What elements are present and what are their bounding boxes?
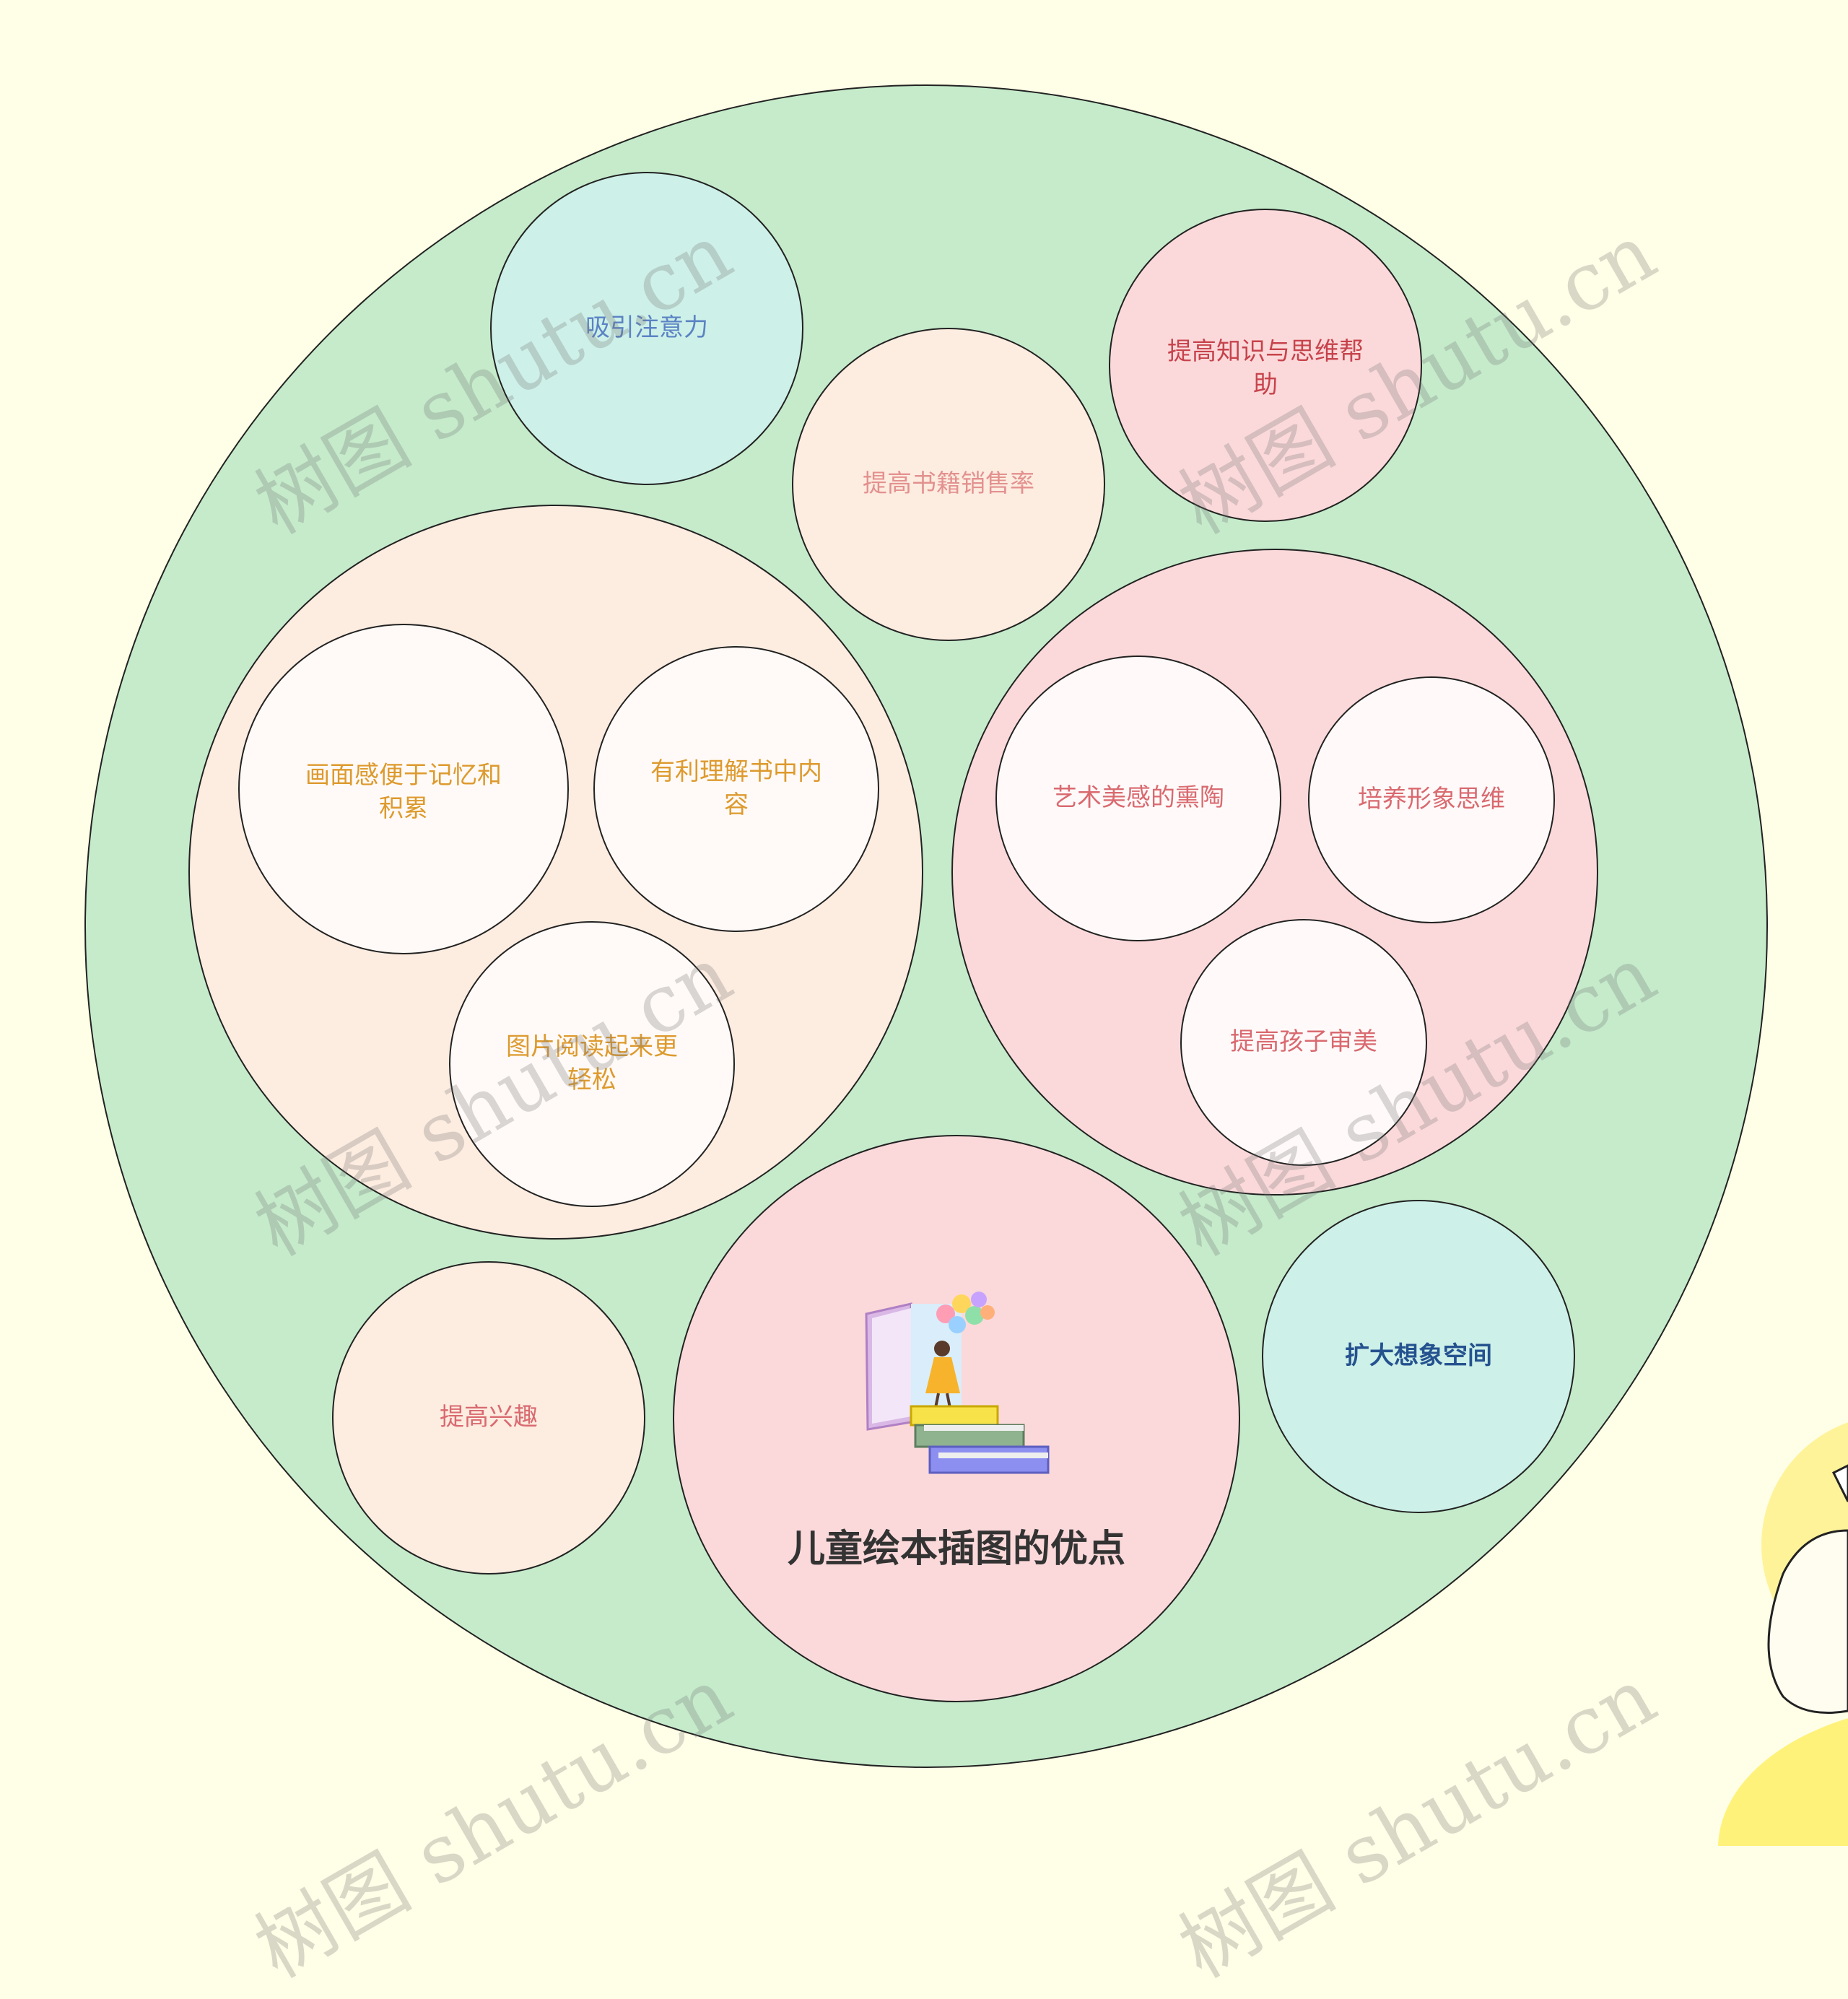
imagination-node-label: 扩大想象空间 (1345, 1341, 1492, 1371)
decor-cat-outline (1767, 1529, 1848, 1714)
understand-node-label: 有利理解书中内容 (650, 757, 822, 819)
image-thinking-circle (1308, 676, 1555, 923)
decor-yellow-blob-lower (1718, 1718, 1848, 1846)
art-node-label: 艺术美感的熏陶 (1052, 783, 1224, 813)
sales-node-label: 提高书籍销售率 (863, 469, 1034, 499)
aesthetics-circle (1180, 919, 1427, 1166)
child-reading-books-icon (865, 1292, 1050, 1474)
easy-read-node-label: 图片阅读起来更轻松 (506, 1032, 678, 1094)
decor-cat-ear (1831, 1464, 1848, 1502)
interest-circle (332, 1261, 645, 1575)
root-title: 儿童绘本插图的优点 (787, 1527, 1125, 1571)
imagination-circle (1262, 1200, 1575, 1513)
bubble-diagram (84, 84, 1848, 1846)
interest-node-label: 提高兴趣 (440, 1403, 538, 1432)
attention-circle (490, 172, 803, 485)
easy-read-circle (449, 921, 735, 1207)
memory-node-label: 画面感便于记忆和积累 (305, 761, 502, 823)
understand-circle (593, 646, 879, 932)
sales-circle (792, 328, 1105, 641)
knowledge-node-label: 提高知识与思维帮助 (1167, 337, 1364, 399)
knowledge-circle (1109, 209, 1422, 522)
attention-node-label: 吸引注意力 (585, 313, 708, 343)
memory-circle (238, 624, 569, 954)
image-thinking-node-label: 培养形象思维 (1358, 785, 1505, 814)
art-circle (995, 656, 1281, 941)
aesthetics-node-label: 提高孩子审美 (1230, 1027, 1377, 1057)
